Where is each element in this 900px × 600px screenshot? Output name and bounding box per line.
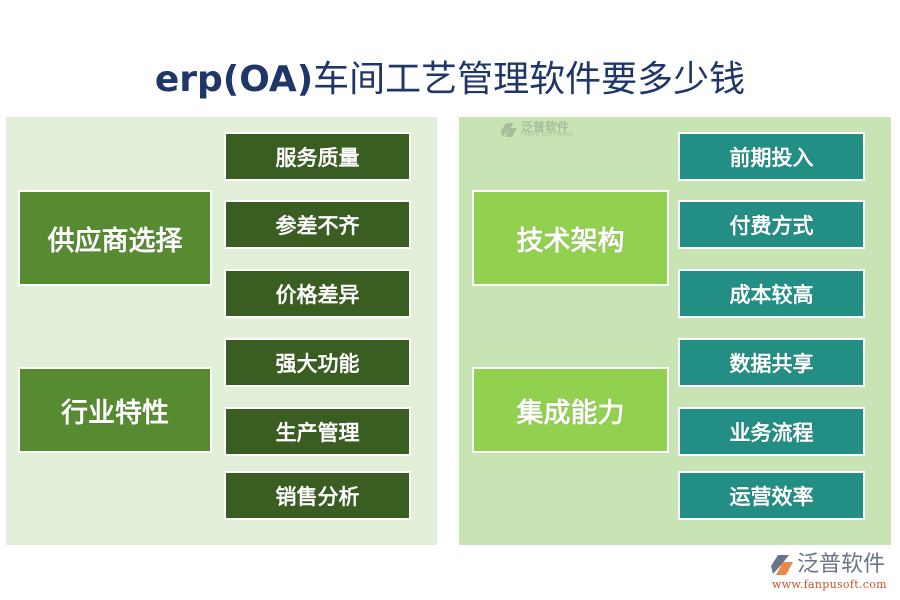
item-box: 数据共享 (678, 338, 865, 387)
item-label: 生产管理 (275, 420, 360, 445)
category-label: 行业特性 (61, 397, 169, 429)
item-box: 服务质量 (224, 132, 411, 181)
item-label: 销售分析 (275, 484, 360, 509)
watermark-en: FANPU SOFTWARE (521, 132, 574, 138)
item-label: 运营效率 (729, 484, 814, 509)
item-box: 前期投入 (678, 132, 865, 181)
item-label: 数据共享 (729, 351, 814, 376)
item-label: 成本较高 (729, 282, 814, 307)
category-box-tech-architecture: 技术架构 (472, 190, 669, 286)
item-box: 强大功能 (224, 338, 411, 387)
item-box: 销售分析 (224, 471, 411, 520)
item-label: 参差不齐 (275, 213, 360, 238)
category-box-supplier-selection: 供应商选择 (18, 190, 212, 286)
watermark-cn: 泛普软件 (521, 120, 570, 134)
title-chinese: 车间工艺管理软件要多少钱 (313, 59, 746, 100)
page-title: erp(OA)车间工艺管理软件要多少钱 (0, 55, 900, 105)
logo-url: www.fanpusoft.com (772, 578, 887, 591)
category-label: 集成能力 (516, 397, 625, 429)
item-label: 强大功能 (275, 351, 360, 376)
item-box: 付费方式 (678, 200, 865, 249)
item-box: 生产管理 (224, 407, 411, 456)
item-label: 前期投入 (729, 145, 814, 170)
item-label: 付费方式 (729, 213, 814, 238)
item-label: 价格差异 (275, 282, 360, 307)
fanpu-watermark-icon (501, 122, 517, 137)
item-box: 业务流程 (678, 407, 865, 456)
logo-name: 泛普软件 (797, 552, 886, 577)
item-box: 运营效率 (678, 471, 865, 520)
category-box-industry-traits: 行业特性 (18, 367, 212, 453)
title-latin: erp(OA) (154, 59, 314, 100)
item-box: 参差不齐 (224, 200, 411, 249)
item-label: 服务质量 (275, 145, 360, 170)
category-label: 供应商选择 (47, 225, 183, 257)
item-box: 价格差异 (224, 269, 411, 318)
fanpu-logo: 泛普软件 www.fanpusoft.com (770, 552, 895, 596)
fanpu-logo-icon (771, 555, 793, 575)
item-box: 成本较高 (678, 269, 865, 318)
item-label: 业务流程 (729, 420, 814, 445)
watermark: 泛普软件 FANPU SOFTWARE (500, 121, 574, 138)
category-box-integration-capability: 集成能力 (472, 367, 669, 453)
category-label: 技术架构 (516, 225, 625, 257)
